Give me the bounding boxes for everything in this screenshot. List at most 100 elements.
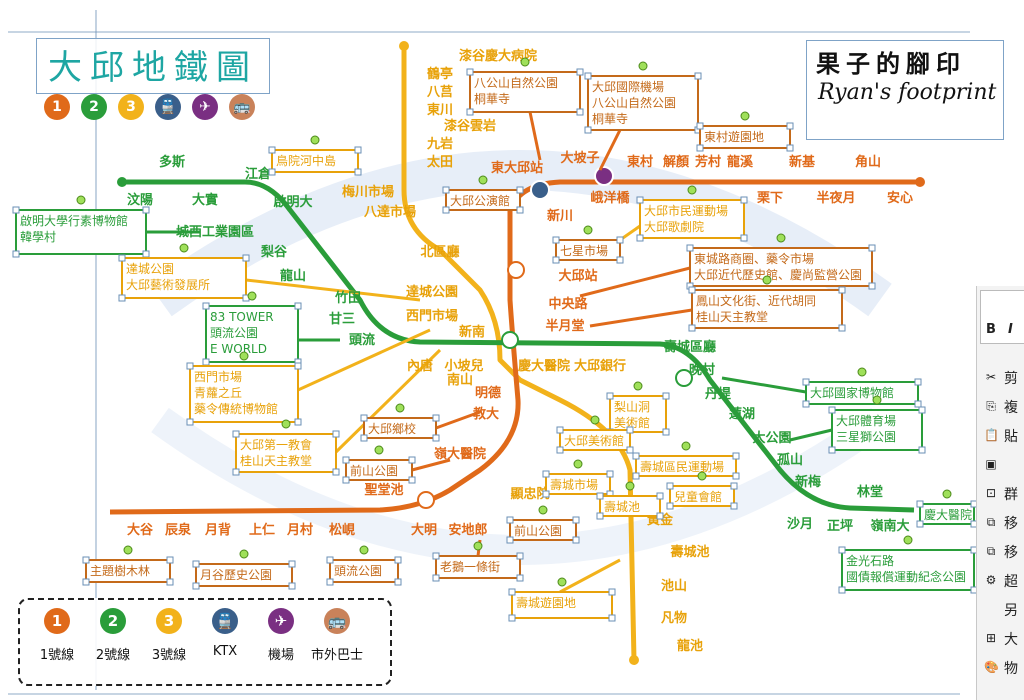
line3-station-4[interactable]: 漆谷雲岩 (444, 118, 496, 134)
rotate-handle[interactable] (520, 57, 530, 67)
rotate-handle[interactable] (359, 545, 369, 555)
resize-handle[interactable] (166, 578, 174, 586)
resize-handle[interactable] (186, 418, 194, 426)
attraction-20[interactable]: 前山公園 (342, 445, 416, 484)
rotate-handle[interactable] (478, 175, 488, 185)
resize-handle[interactable] (730, 502, 738, 510)
rotate-handle[interactable] (776, 233, 786, 243)
line1-station-22[interactable]: 月背 (204, 522, 231, 538)
resize-handle[interactable] (542, 470, 550, 478)
line3-station-3[interactable]: 東川 (427, 102, 453, 118)
line3-station-5[interactable]: 九岩 (426, 136, 453, 152)
resize-handle[interactable] (242, 254, 250, 262)
line3-station-8[interactable]: 八達市場 (363, 204, 416, 220)
line2-station-20[interactable]: 正坪 (827, 519, 853, 534)
resize-handle[interactable] (82, 556, 90, 564)
line1-station-0[interactable]: 東村 (627, 154, 653, 170)
resize-handle[interactable] (838, 586, 846, 594)
line2-station-10[interactable]: 頭流 (349, 332, 375, 348)
rotate-handle[interactable] (872, 395, 882, 405)
context-menu-item-2[interactable]: 📋貼 (980, 424, 1024, 450)
resize-handle[interactable] (802, 378, 810, 386)
resize-handle[interactable] (332, 468, 340, 476)
resize-handle[interactable] (542, 490, 550, 498)
resize-handle[interactable] (294, 362, 302, 370)
resize-handle[interactable] (608, 614, 616, 622)
line1-station-17[interactable]: 教大 (472, 406, 499, 422)
resize-handle[interactable] (616, 236, 624, 244)
attraction-19[interactable]: 壽城區民運動場 (632, 441, 740, 480)
resize-handle[interactable] (828, 446, 836, 454)
line1-station-16[interactable]: 明德 (475, 385, 501, 401)
line3-station-6[interactable]: 太田 (426, 154, 453, 170)
rotate-handle[interactable] (179, 243, 189, 253)
line1-station-15[interactable]: 半月堂 (545, 318, 584, 334)
resize-handle[interactable] (918, 446, 926, 454)
resize-handle[interactable] (506, 516, 514, 524)
resize-handle[interactable] (662, 392, 670, 400)
line2-station-9[interactable]: 甘三 (329, 311, 355, 327)
resize-handle[interactable] (294, 302, 302, 310)
resize-handle[interactable] (508, 614, 516, 622)
resize-handle[interactable] (914, 400, 922, 408)
resize-handle[interactable] (326, 578, 334, 586)
resize-handle[interactable] (556, 426, 564, 434)
rotate-handle[interactable] (583, 225, 593, 235)
resize-handle[interactable] (916, 520, 924, 528)
line2-station-1[interactable]: 江倉 (245, 166, 272, 182)
rotate-handle[interactable] (281, 419, 291, 429)
line1-station-27[interactable]: 安地郎 (448, 522, 487, 538)
resize-handle[interactable] (828, 406, 836, 414)
attraction-23[interactable]: 壽城池 (596, 481, 664, 520)
context-menu-item-8[interactable]: 另 (980, 598, 1024, 624)
resize-handle[interactable] (354, 168, 362, 176)
resize-handle[interactable] (730, 482, 738, 490)
line1-station-5[interactable]: 新基 (789, 154, 816, 170)
line3-station-11[interactable]: 西門市場 (406, 308, 458, 324)
resize-handle[interactable] (12, 250, 20, 258)
resize-handle[interactable] (596, 492, 604, 500)
rotate-handle[interactable] (557, 577, 567, 587)
resize-handle[interactable] (606, 392, 614, 400)
resize-handle[interactable] (516, 574, 524, 582)
resize-handle[interactable] (662, 428, 670, 436)
attraction-13[interactable]: 大邱國家博物館 (802, 367, 922, 408)
attraction-5[interactable]: 大邱公演館 (442, 175, 524, 214)
resize-handle[interactable] (916, 500, 924, 508)
rotate-handle[interactable] (638, 61, 648, 71)
resize-handle[interactable] (576, 68, 584, 76)
resize-handle[interactable] (202, 302, 210, 310)
resize-handle[interactable] (572, 516, 580, 524)
rotate-handle[interactable] (573, 459, 583, 469)
rotate-handle[interactable] (740, 111, 750, 121)
resize-handle[interactable] (268, 168, 276, 176)
rotate-handle[interactable] (942, 489, 952, 499)
line1-station-21[interactable]: 辰泉 (165, 522, 192, 538)
resize-handle[interactable] (232, 430, 240, 438)
line1-station-20[interactable]: 大谷 (127, 522, 154, 538)
line2-station-3[interactable]: 大實 (192, 192, 218, 208)
line1-station-6[interactable]: 角山 (855, 154, 881, 170)
line2-station-15[interactable]: 大公園 (752, 430, 791, 446)
resize-handle[interactable] (732, 452, 740, 460)
resize-handle[interactable] (576, 108, 584, 116)
resize-handle[interactable] (596, 512, 604, 520)
italic-button[interactable]: I (1008, 322, 1013, 337)
context-menu-item-0[interactable]: ✂剪 (980, 366, 1024, 392)
resize-handle[interactable] (342, 456, 350, 464)
rotate-handle[interactable] (590, 415, 600, 425)
line1-station-23[interactable]: 上仁 (249, 522, 275, 538)
line2-station-0[interactable]: 多斯 (159, 154, 185, 170)
attraction-24[interactable]: 前山公園 (506, 505, 580, 544)
line3-station-18[interactable]: 顯忠院 (510, 486, 549, 502)
resize-handle[interactable] (142, 250, 150, 258)
resize-handle[interactable] (584, 126, 592, 134)
line3-station-10[interactable]: 達城公園 (406, 284, 458, 300)
resize-handle[interactable] (332, 430, 340, 438)
resize-handle[interactable] (636, 196, 644, 204)
attraction-15[interactable]: 大邱鄉校 (360, 403, 440, 442)
